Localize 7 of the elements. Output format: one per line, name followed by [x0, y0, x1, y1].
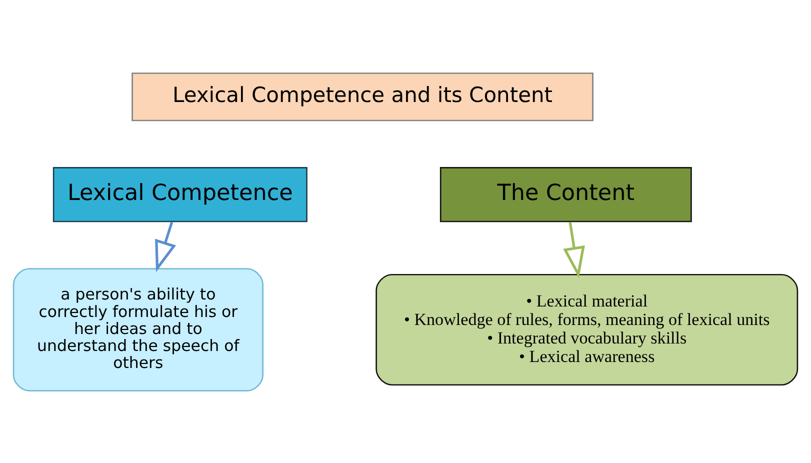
node-box: The Content: [440, 166, 692, 222]
node-box: Lexical Competence: [52, 166, 308, 222]
arrow: [155, 221, 176, 272]
arrow: [563, 221, 585, 278]
node-box: a person's ability to correctly formulate his or her ideas and to understand the speech of others: [12, 268, 264, 391]
node-box: • Lexical material • Knowledge of rules, forms, meaning of lexical units • Integrated vocabulary skills • Lexical awareness: [376, 273, 798, 385]
node-box: Lexical Competence and its Content: [132, 72, 594, 121]
